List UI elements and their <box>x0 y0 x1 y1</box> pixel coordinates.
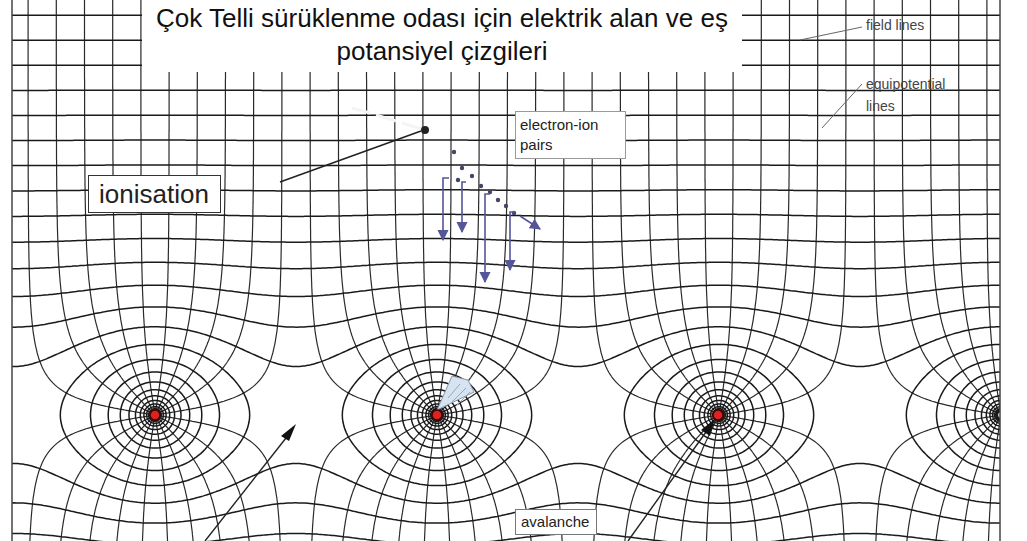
ionisation-point <box>421 126 429 134</box>
callout-box: ionisation <box>88 175 221 213</box>
field-lines <box>12 0 1000 541</box>
field-pattern <box>12 0 1000 541</box>
leader-line <box>280 131 421 182</box>
leader-line <box>205 438 286 541</box>
drift-arrows <box>443 178 540 282</box>
callout-text: ionisation <box>99 178 210 210</box>
anode-wire <box>150 410 160 420</box>
callout-box: electron-ion pairs <box>515 111 626 159</box>
arrowhead <box>281 424 296 441</box>
arrowhead <box>701 419 715 436</box>
avalanche-cloud <box>437 376 474 410</box>
callout-text: avalanche <box>521 512 591 532</box>
equipotential-label: equipotential lines <box>866 73 978 117</box>
chamber-wall <box>999 0 1001 541</box>
chamber-wall <box>11 0 13 541</box>
chart-title: Çok Telli sürüklenme odası için elektrik… <box>142 0 742 72</box>
avalanche-hatch <box>448 384 470 406</box>
equipotential-lines <box>12 0 1000 541</box>
callout-box: avalanche <box>515 509 597 535</box>
field-lines-label: field lines <box>866 14 924 36</box>
leader-line <box>628 432 706 541</box>
leader-line <box>800 27 862 40</box>
particle-track <box>352 108 425 130</box>
anode-wire <box>713 410 723 420</box>
leader-line <box>822 84 862 128</box>
anode-wire <box>432 410 442 420</box>
callout-text: electron-ion pairs <box>520 115 620 155</box>
